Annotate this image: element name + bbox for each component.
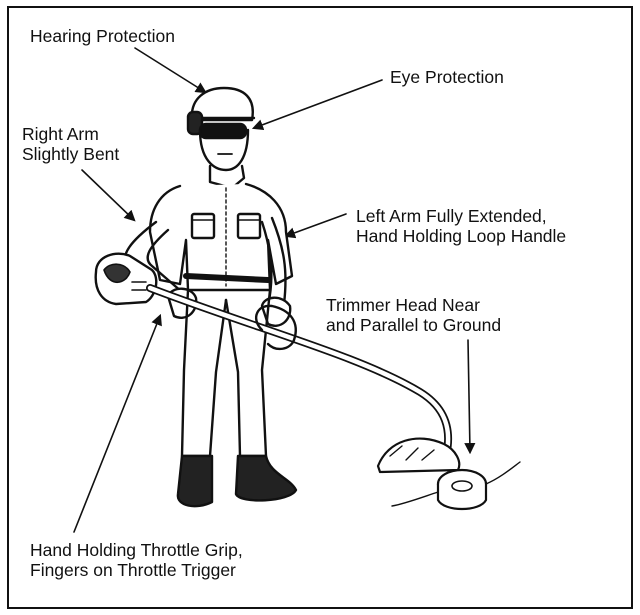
eye-protection-label: Eye Protection [390,67,504,87]
right-arm-line-1: Right Arm [22,124,99,144]
face [198,128,250,172]
left-arm-arrow [283,213,347,239]
throttle-grip-line-2: Fingers on Throttle Trigger [30,560,236,580]
debris-guard [376,437,461,474]
hearing-protection-label: Hearing Protection [30,26,175,46]
diagram-frame [7,6,633,609]
leader-arrows [73,47,476,533]
right-arm-label: Right Arm Slightly Bent [22,124,119,164]
throttle-arrow [73,313,162,533]
hearing-arrow [134,47,207,94]
trimmer-head-label: Trimmer Head Near and Parallel to Ground [326,295,501,335]
left-arm [270,216,287,306]
helmet [190,86,254,122]
string-trimmer [94,252,521,511]
hearing-protection-text: Hearing Protection [30,26,175,46]
throttle-grip-line-1: Hand Holding Throttle Grip, [30,540,243,560]
eye-protection-text: Eye Protection [390,67,504,87]
trimmer-head-line-2: and Parallel to Ground [326,315,502,335]
cutting-line [485,461,521,485]
left-boot [234,454,298,502]
left-arm-line-2: Hand Holding Loop Handle [356,226,567,246]
trimmer-head-arrow [464,339,476,455]
right-arm-arrow [81,169,136,222]
eye-arrow [251,79,383,131]
left-arm-label: Left Arm Fully Extended, Hand Holding Lo… [356,206,566,246]
loop-handle [255,304,297,351]
trimmer-head-line-1: Trimmer Head Near [326,295,480,315]
right-boot [176,454,214,508]
left-arm-line-1: Left Arm Fully Extended, [356,206,547,226]
ear-muff [186,110,204,136]
goggles [198,122,248,140]
right-arm-line-2: Slightly Bent [22,144,120,164]
throttle-grip-label: Hand Holding Throttle Grip, Fingers on T… [30,540,243,580]
